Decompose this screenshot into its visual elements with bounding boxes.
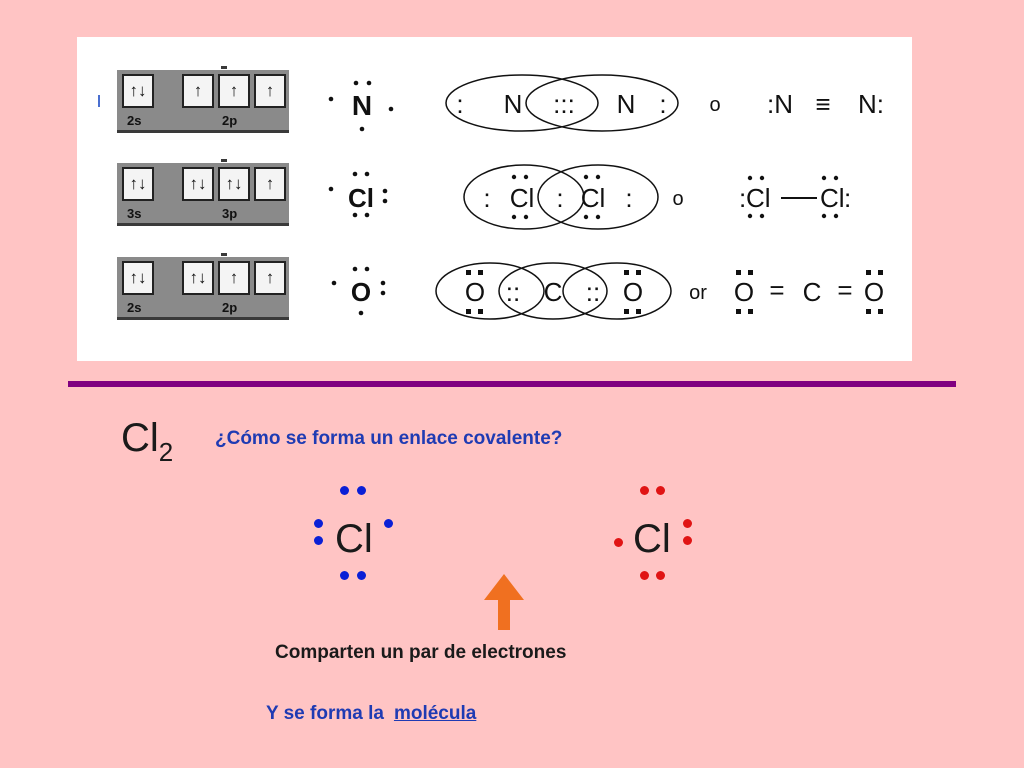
divider-line (68, 381, 956, 387)
svg-text:Cl: Cl (510, 183, 535, 213)
svg-text:O: O (864, 277, 884, 307)
molecule-caption-text: Y se forma la (266, 703, 384, 724)
orbital-label: 2s (127, 113, 141, 128)
electron-dot (340, 486, 349, 495)
svg-text:Cl: Cl (820, 183, 845, 213)
svg-text:::: :: (586, 277, 600, 307)
question-heading: ¿Cómo se forma un enlace covalente? (215, 428, 563, 449)
formula-cl2: Cl2 (121, 416, 174, 467)
svg-text:↑: ↑ (230, 81, 239, 100)
svg-text:=: = (837, 275, 852, 305)
svg-text:O: O (734, 277, 754, 307)
molecule-caption: Y se forma la molécula (266, 703, 476, 725)
chlorine-atom-right: Cl (633, 517, 671, 561)
orbital-label: 3p (222, 206, 237, 221)
lewis-symbol-row-2: Cl (328, 171, 388, 218)
orbital-label: 2p (222, 113, 237, 128)
svg-text:O: O (351, 277, 371, 307)
bond-diagram-row-2: : Cl : Cl : o : Cl Cl : (463, 164, 851, 230)
orbital-label: 2p (222, 300, 237, 315)
svg-text:C: C (544, 277, 563, 307)
electron-dot (357, 486, 366, 495)
svg-text::: : (556, 183, 563, 213)
svg-text:or: or (689, 282, 707, 304)
svg-text:↑: ↑ (230, 268, 239, 287)
chlorine-atom-left: Cl (335, 517, 373, 561)
electron-dot (683, 519, 692, 528)
svg-text:↑↓: ↑↓ (190, 174, 207, 193)
svg-text:N: N (617, 89, 636, 119)
lewis-structures-image: ↑↓ ↑ ↑ ↑ 2s 2p N : N ::: N : o :N ≡ N: (77, 37, 912, 361)
svg-text:Cl: Cl (746, 183, 771, 213)
svg-text:↑: ↑ (266, 174, 275, 193)
bond-diagram-row-1: : N ::: N : o :N ≡ N: (445, 74, 884, 132)
electron-dot (314, 536, 323, 545)
orbital-label: 3s (127, 206, 141, 221)
svg-text::N: :N (767, 89, 793, 119)
svg-text::::: ::: (553, 89, 575, 119)
electron-dot (656, 486, 665, 495)
svg-text:N:: N: (858, 89, 884, 119)
electron-dot (384, 519, 393, 528)
svg-text::: : (739, 183, 746, 213)
svg-text:O: O (465, 277, 485, 307)
svg-text:N: N (504, 89, 523, 119)
electron-dot (314, 519, 323, 528)
svg-text:↑: ↑ (266, 81, 275, 100)
svg-text:↑↓: ↑↓ (226, 174, 243, 193)
svg-text:Cl: Cl (581, 183, 606, 213)
arrow-up-icon (484, 574, 524, 630)
orbital-label: 2s (127, 300, 141, 315)
bond-diagram-row-3: O :: C :: O or O = C = O (435, 262, 884, 320)
orbital-box-row-3: ↑↓ ↑↓ ↑ ↑ 2s 2p (117, 253, 289, 320)
svg-text:::: :: (506, 277, 520, 307)
orbital-box-row-1: ↑↓ ↑ ↑ ↑ 2s 2p (117, 66, 289, 133)
svg-text:N: N (352, 90, 372, 121)
electron-dot (656, 571, 665, 580)
lewis-symbol-row-3: O (331, 266, 386, 316)
svg-text::: : (625, 183, 632, 213)
shared-pair-caption: Comparten un par de electrones (275, 642, 567, 663)
svg-text:o: o (709, 94, 720, 116)
electron-dot (340, 571, 349, 580)
svg-text::: : (844, 183, 851, 213)
electron-dot (614, 538, 623, 547)
svg-text:o: o (672, 188, 683, 210)
svg-text:=: = (769, 275, 784, 305)
svg-text:Cl: Cl (348, 183, 374, 213)
svg-text::: : (483, 183, 490, 213)
lewis-symbol-row-1: N (328, 80, 394, 132)
orbital-box-row-2: ↑↓ ↑↓ ↑↓ ↑ 3s 3p (117, 159, 289, 226)
svg-text:↑: ↑ (194, 81, 203, 100)
svg-text:↑↓: ↑↓ (190, 268, 207, 287)
svg-text:↑↓: ↑↓ (130, 81, 147, 100)
svg-text:↑: ↑ (266, 268, 275, 287)
svg-text:↑↓: ↑↓ (130, 174, 147, 193)
svg-text:O: O (623, 277, 643, 307)
electron-dot (640, 571, 649, 580)
svg-text:≡: ≡ (815, 89, 830, 119)
electron-dot (357, 571, 366, 580)
svg-text::: : (456, 89, 463, 119)
electron-dot (640, 486, 649, 495)
svg-text:C: C (803, 277, 822, 307)
molecule-link[interactable]: molécula (393, 703, 477, 724)
svg-text::: : (659, 89, 666, 119)
electron-dot (683, 536, 692, 545)
svg-text:↑↓: ↑↓ (130, 268, 147, 287)
